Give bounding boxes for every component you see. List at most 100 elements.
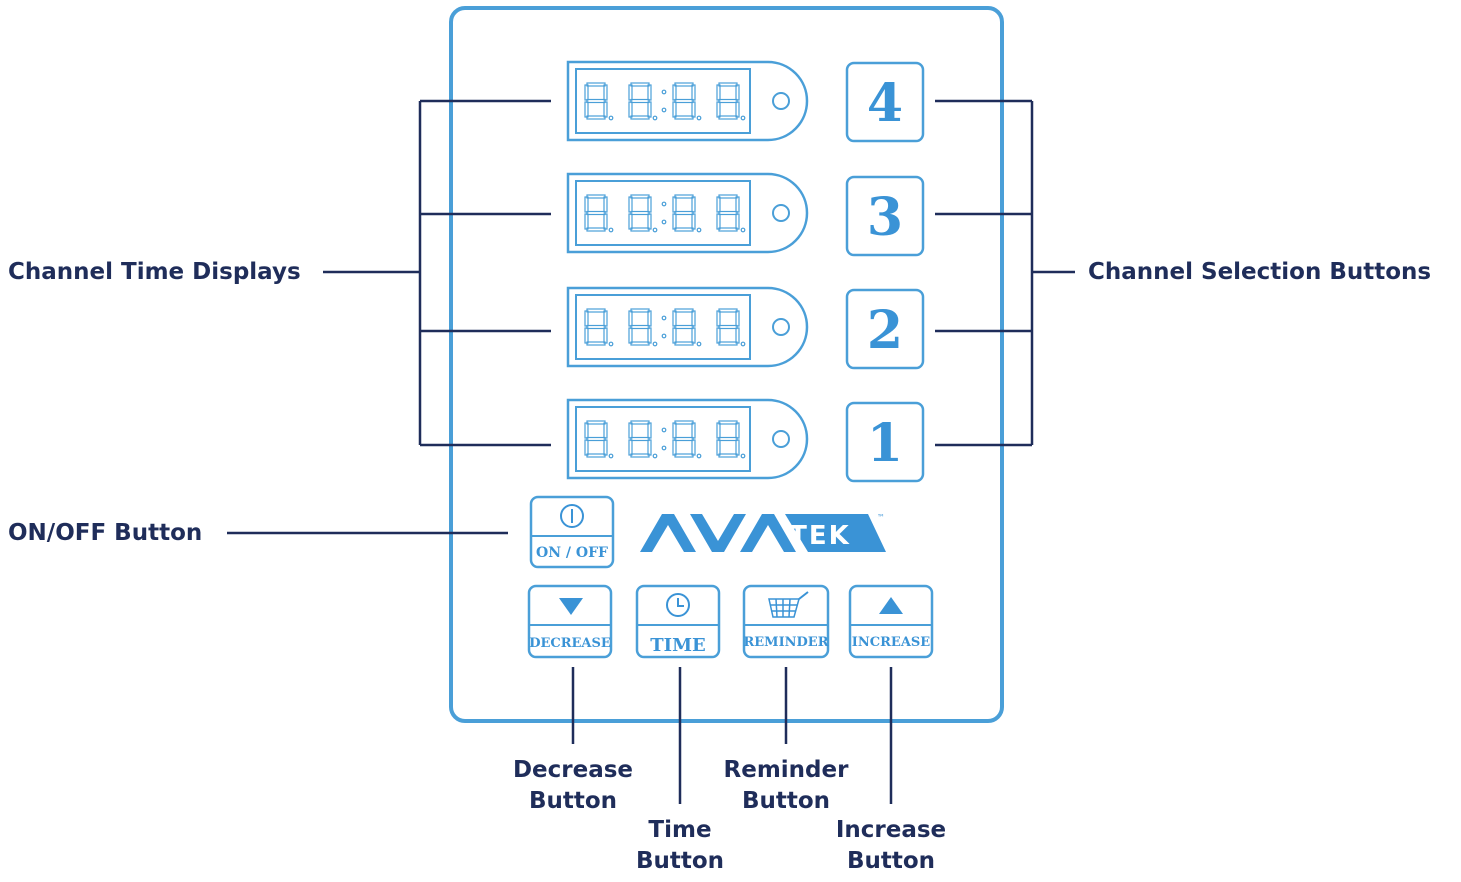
callout-decrease-line2: Button xyxy=(528,788,618,814)
time-button[interactable]: TIME xyxy=(635,584,721,659)
led-dot xyxy=(652,453,658,459)
led-segment xyxy=(586,98,606,104)
led-segment xyxy=(603,310,608,327)
channel-button-label: 2 xyxy=(867,300,903,361)
led-segment xyxy=(716,422,721,439)
led-segment xyxy=(735,213,740,230)
decrease-button[interactable]: DECREASE xyxy=(527,584,613,659)
logo-tek-text: TEK xyxy=(789,521,851,551)
led-segment xyxy=(735,327,740,344)
increase-button[interactable]: INCREASE xyxy=(848,584,934,659)
led-segment xyxy=(718,436,738,442)
callout-channel-time-displays: Channel Time Displays xyxy=(8,259,301,285)
led-colon xyxy=(661,89,667,95)
led-colon xyxy=(661,107,667,113)
led-segment xyxy=(647,101,652,118)
callout-increase-line2: Button xyxy=(846,848,936,874)
led-segment xyxy=(647,310,652,327)
led-dot xyxy=(740,115,746,121)
led-segment xyxy=(584,213,589,230)
led-segment xyxy=(586,324,606,330)
led-dot xyxy=(740,341,746,347)
channel-button-1[interactable]: 1 xyxy=(845,401,925,483)
led-segment xyxy=(647,213,652,230)
power-icon xyxy=(560,504,584,528)
callout-increase-line1: Increase xyxy=(835,817,947,843)
callout-channel-selection-buttons: Channel Selection Buttons xyxy=(1088,259,1432,285)
callout-time-line1: Time xyxy=(648,817,712,843)
led-segment xyxy=(672,310,677,327)
led-segment xyxy=(716,84,721,101)
led-dot xyxy=(696,227,702,233)
callout-reminder-button: Reminder Button xyxy=(706,755,866,817)
led-segment xyxy=(584,310,589,327)
channel-button-label: 1 xyxy=(867,413,903,474)
led-segment xyxy=(603,84,608,101)
led-colon xyxy=(661,445,667,451)
led-segment xyxy=(735,101,740,118)
display-screen xyxy=(575,406,751,472)
led-segment xyxy=(584,327,589,344)
callout-time-button: Time Button xyxy=(600,815,760,877)
led-segment xyxy=(647,439,652,456)
reminder-label: REMINDER xyxy=(743,635,828,650)
led-colon xyxy=(661,315,667,321)
increase-label: INCREASE xyxy=(852,635,930,650)
channel-time-display-2 xyxy=(566,286,809,368)
led-segment xyxy=(716,310,721,327)
led-dot xyxy=(608,453,614,459)
led-segment xyxy=(691,213,696,230)
led-segment xyxy=(647,84,652,101)
led-segment xyxy=(674,98,694,104)
led-dot xyxy=(652,341,658,347)
reminder-button[interactable]: REMINDER xyxy=(742,584,830,659)
led-colon xyxy=(661,427,667,433)
led-segment xyxy=(647,327,652,344)
led-dot xyxy=(696,341,702,347)
callout-decrease-line1: Decrease xyxy=(512,757,634,783)
channel-button-frame xyxy=(845,401,925,483)
led-segment xyxy=(586,210,606,216)
led-segment xyxy=(718,98,738,104)
led-segment xyxy=(672,439,677,456)
led-segment xyxy=(691,84,696,101)
led-segment xyxy=(630,324,650,330)
callout-reminder-line2: Button xyxy=(741,788,831,814)
led-segment xyxy=(674,210,694,216)
callout-decrease-button: Decrease Button xyxy=(493,755,653,817)
led-dot xyxy=(740,227,746,233)
led-segment xyxy=(630,210,650,216)
leader-lines xyxy=(227,99,1075,804)
display-housing xyxy=(566,172,809,254)
clock-icon xyxy=(666,593,690,617)
led-segment xyxy=(691,196,696,213)
display-hole xyxy=(772,318,790,336)
on-off-button[interactable]: ON / OFF xyxy=(529,495,615,569)
led-segment xyxy=(735,439,740,456)
led-segment xyxy=(716,213,721,230)
led-segment xyxy=(603,422,608,439)
led-segment xyxy=(584,439,589,456)
channel-button-frame xyxy=(845,61,925,143)
led-segment xyxy=(630,98,650,104)
led-segment xyxy=(735,310,740,327)
led-segment xyxy=(672,196,677,213)
led-segment xyxy=(647,196,652,213)
led-segment xyxy=(603,213,608,230)
channel-button-2[interactable]: 2 xyxy=(845,288,925,370)
channel-button-frame xyxy=(845,288,925,370)
led-segment xyxy=(691,422,696,439)
channel-button-4[interactable]: 4 xyxy=(845,61,925,143)
display-hole xyxy=(772,204,790,222)
led-segment xyxy=(716,327,721,344)
led-segment xyxy=(647,422,652,439)
led-segment xyxy=(691,327,696,344)
channel-button-3[interactable]: 3 xyxy=(845,175,925,257)
led-segment xyxy=(672,101,677,118)
led-segment xyxy=(628,101,633,118)
led-colon xyxy=(661,201,667,207)
led-dot xyxy=(740,453,746,459)
led-dot xyxy=(608,341,614,347)
led-colon xyxy=(661,219,667,225)
